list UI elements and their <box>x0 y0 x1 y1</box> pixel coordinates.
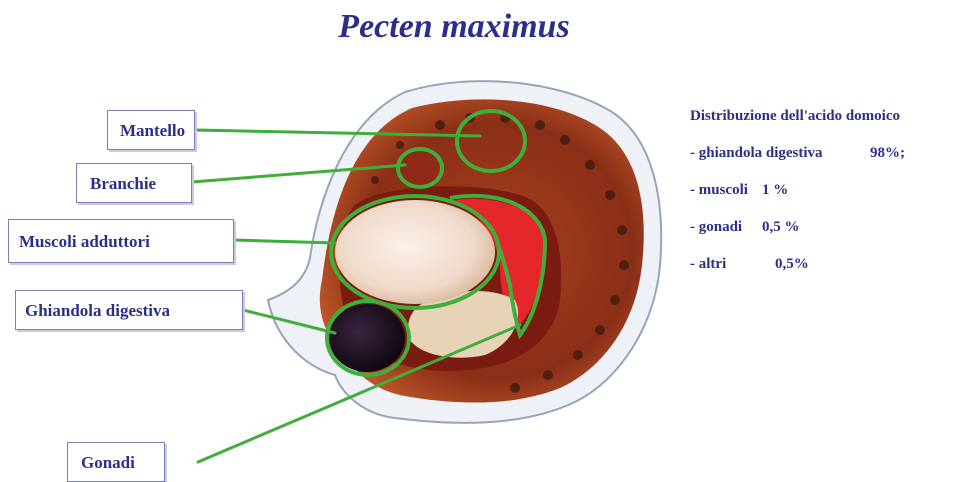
distribution-value: 1 % <box>762 182 788 199</box>
label-branchie: Branchie <box>76 163 192 203</box>
label-muscoli-text: Muscoli adduttori <box>19 233 150 250</box>
label-ghiandola-digestiva: Ghiandola digestiva <box>15 290 243 330</box>
distribution-item: - ghiandola digestiva 98%; <box>690 145 900 163</box>
label-gonadi: Gonadi <box>67 442 165 482</box>
distribution-item: - gonadi 0,5 % <box>690 219 900 237</box>
digestive-gland <box>329 304 405 372</box>
distribution-item: - muscoli 1 % <box>690 182 900 200</box>
distribution-item: - altri 0,5% <box>690 256 900 274</box>
distribution-part: - gonadi <box>690 219 742 236</box>
distribution-heading: Distribuzione dell'acido domoico <box>690 108 900 126</box>
domoic-acid-distribution: Distribuzione dell'acido domoico - ghian… <box>690 108 900 274</box>
label-mantello: Mantello <box>107 110 195 150</box>
label-gonadi-text: Gonadi <box>81 454 135 471</box>
distribution-part: - altri <box>690 256 726 273</box>
label-mantello-text: Mantello <box>120 122 185 139</box>
label-branchie-text: Branchie <box>90 175 156 192</box>
label-ghiandola-text: Ghiandola digestiva <box>25 302 170 319</box>
distribution-part: - muscoli <box>690 182 748 199</box>
distribution-value: 98%; <box>870 145 905 162</box>
distribution-part: - ghiandola digestiva <box>690 145 823 162</box>
label-muscoli-adduttori: Muscoli adduttori <box>8 219 234 263</box>
distribution-value: 0,5% <box>775 256 809 273</box>
distribution-value: 0,5 % <box>762 219 800 236</box>
adductor-muscle <box>335 200 495 304</box>
